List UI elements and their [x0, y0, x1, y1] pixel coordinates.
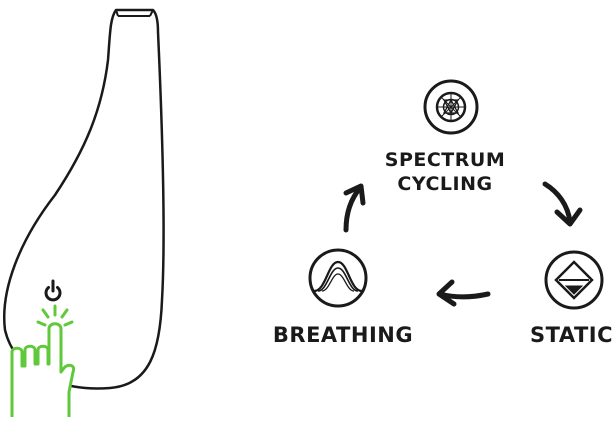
spectrum-label-line2: CYCLING	[360, 172, 530, 196]
curved-arrow-left-icon	[439, 282, 488, 304]
breathing-label: BREATHING	[268, 323, 418, 347]
breathing-icon	[310, 250, 366, 306]
press-rays-icon	[38, 306, 72, 325]
power-icon	[46, 281, 60, 300]
spectrum-cycling-icon	[425, 81, 477, 133]
spectrum-cycling-label: SPECTRUM CYCLING	[360, 148, 530, 196]
spectrum-label-line1: SPECTRUM	[360, 148, 530, 172]
mouse-outline	[4, 10, 163, 389]
static-icon	[546, 252, 602, 308]
static-label: STATIC	[530, 323, 615, 347]
pointing-hand-icon	[12, 324, 74, 417]
curved-arrow-down-icon	[545, 184, 580, 224]
